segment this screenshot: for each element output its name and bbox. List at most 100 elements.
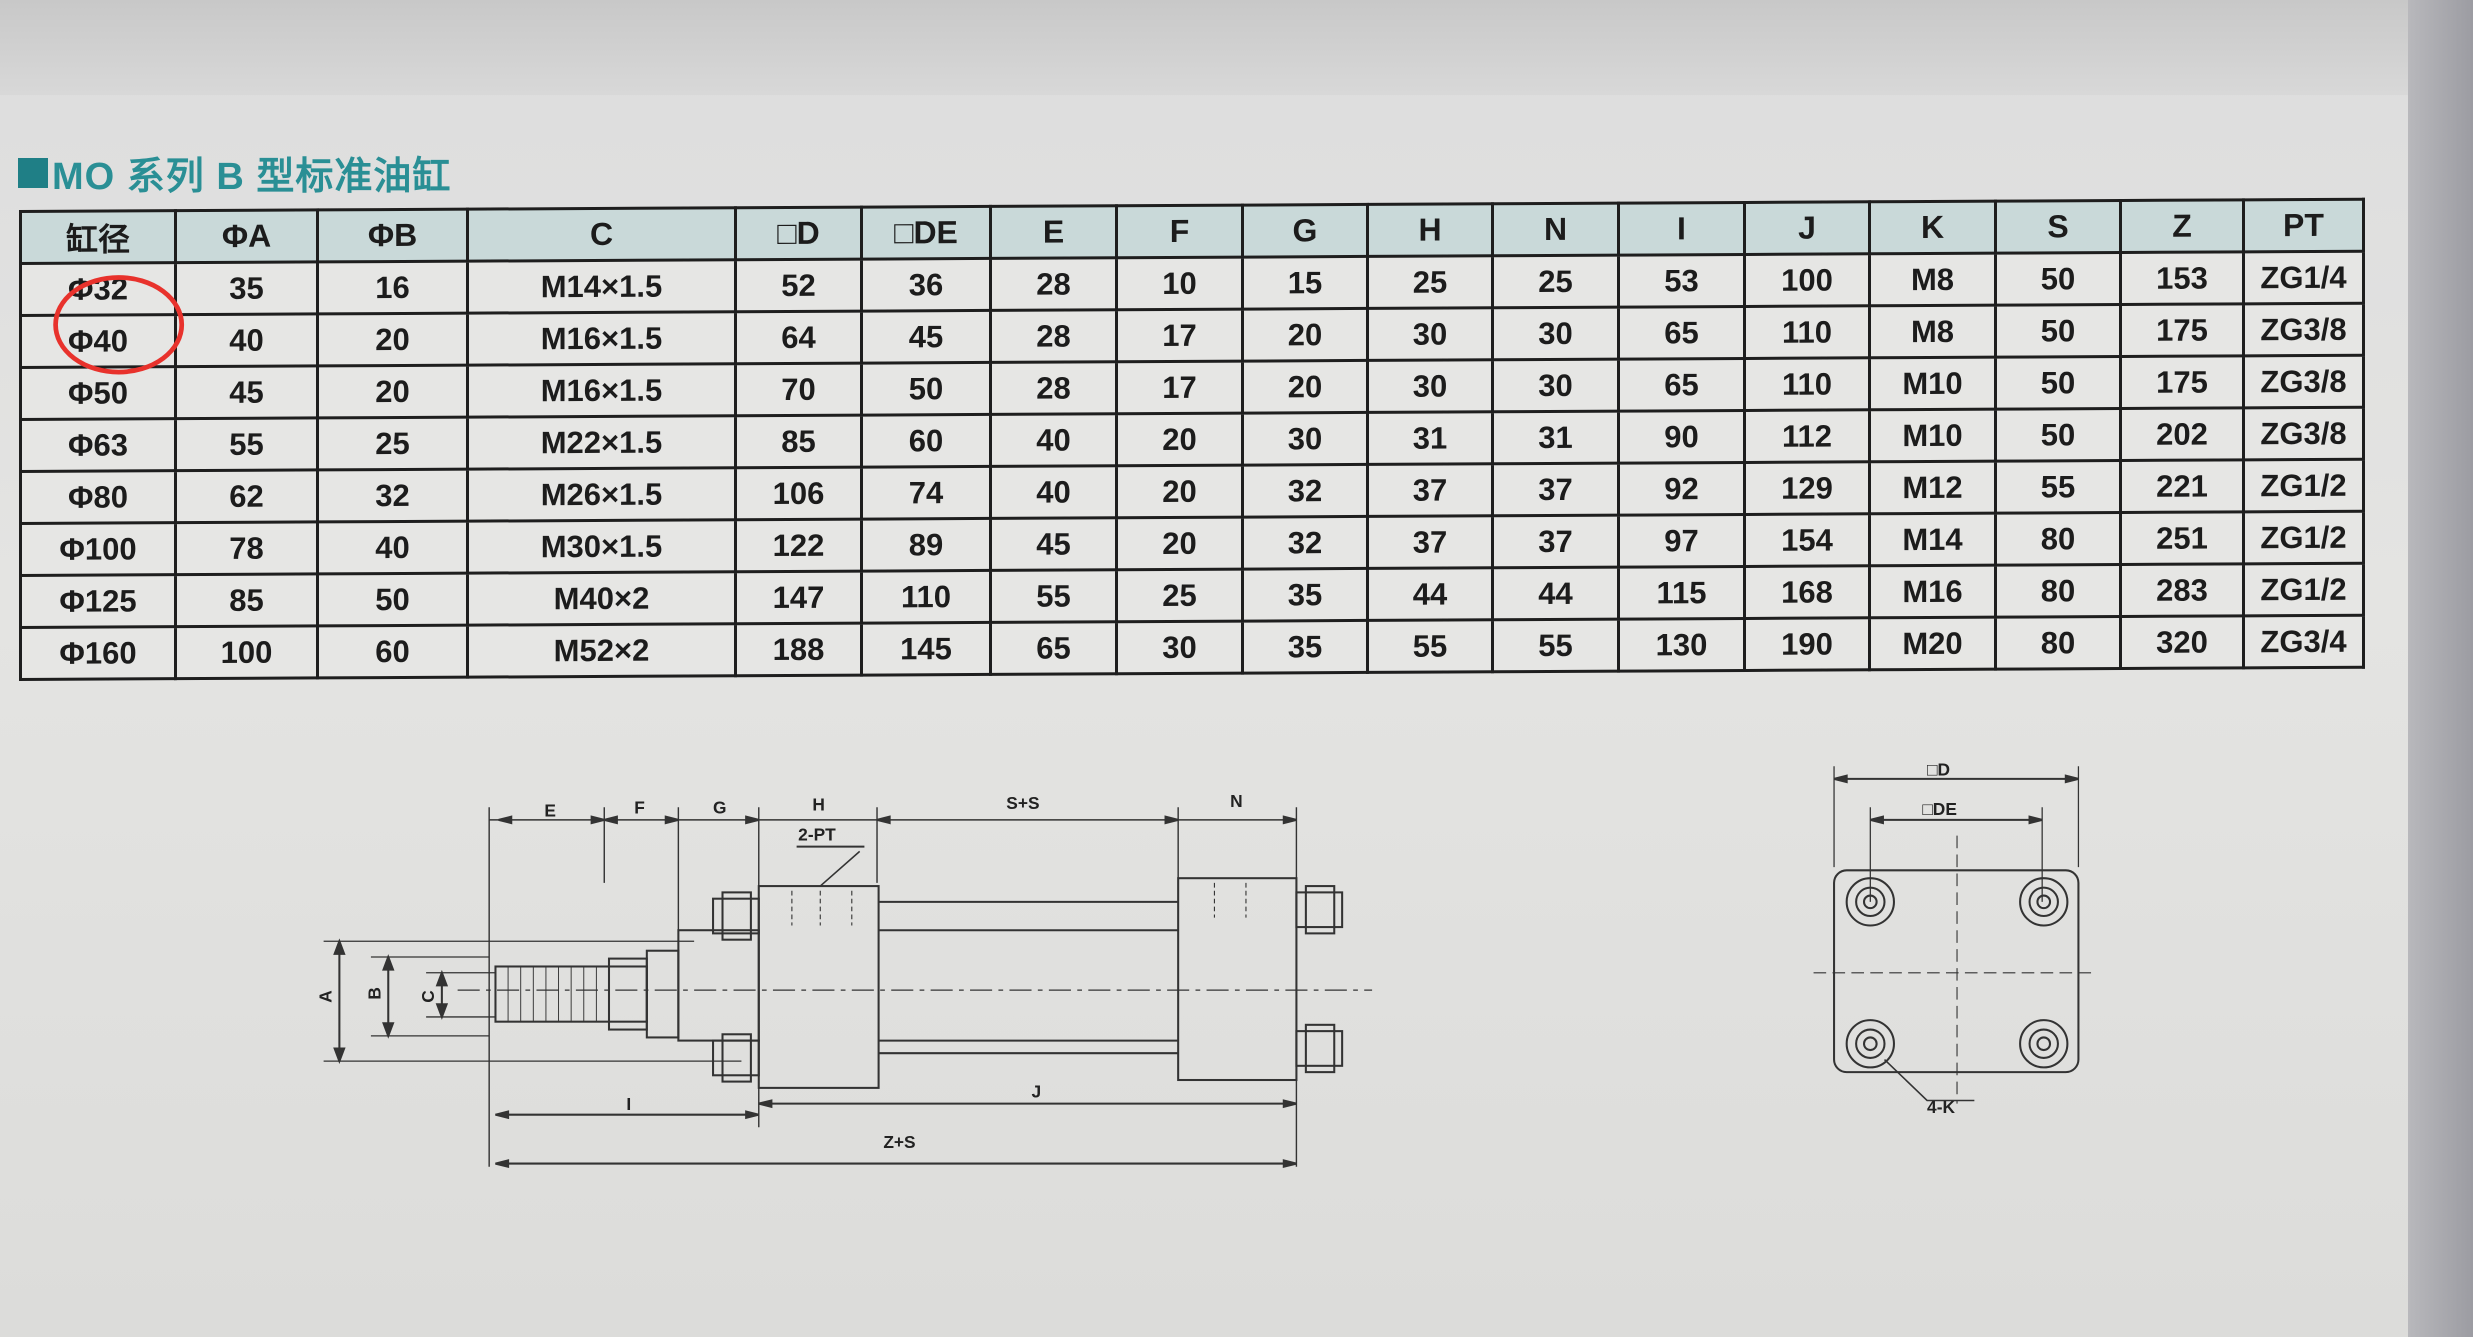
table-cell: M16×1.5 [467, 311, 736, 366]
column-header: S [1995, 200, 2121, 254]
background-band [0, 0, 2473, 95]
table-cell: 50 [1995, 252, 2121, 306]
column-header: I [1618, 202, 1745, 256]
table-cell: M26×1.5 [467, 467, 736, 522]
table-cell: 283 [2120, 563, 2244, 617]
table-cell: 55 [1367, 619, 1493, 673]
column-header: Z [2120, 199, 2244, 253]
table-cell: 78 [175, 521, 318, 575]
table-cell: Φ160 [20, 626, 176, 680]
table-cell: 106 [735, 467, 862, 520]
label-2-PT: 2-PT [798, 824, 836, 844]
table-cell: 20 [317, 313, 468, 366]
table-cell: 175 [2120, 303, 2244, 357]
table-cell: M30×1.5 [467, 519, 736, 574]
table-cell: 25 [317, 417, 468, 470]
table-cell: 10 [1116, 257, 1243, 310]
table-cell: 53 [1618, 254, 1745, 308]
table-cell: ZG1/2 [2243, 459, 2364, 512]
table-cell: 85 [175, 573, 318, 627]
table-cell: 55 [175, 417, 318, 471]
table-cell: 16 [317, 261, 468, 314]
table-cell: 25 [1367, 255, 1493, 309]
table-cell: M20 [1869, 617, 1996, 670]
column-header: F [1116, 205, 1243, 258]
label-F: F [634, 798, 645, 818]
table-cell: 90 [1618, 410, 1745, 464]
table-cell: ZG3/4 [2243, 615, 2364, 668]
table-cell: 20 [1242, 308, 1368, 362]
table-cell: 40 [990, 465, 1117, 519]
table-cell: 80 [1995, 564, 2121, 618]
table-cell: 37 [1367, 463, 1493, 517]
table-cell: 145 [861, 622, 991, 676]
table-cell: 85 [735, 415, 862, 468]
table-cell: 52 [735, 259, 862, 312]
table-cell: 65 [990, 621, 1117, 675]
table-cell: 35 [1242, 620, 1368, 674]
table-cell: 70 [735, 363, 862, 416]
table-cell: 44 [1367, 567, 1493, 621]
table-cell: 112 [1744, 409, 1870, 463]
label-H: H [812, 794, 825, 814]
table-cell: 30 [1492, 359, 1619, 412]
label-D: □D [1927, 760, 1950, 780]
table-cell: 100 [175, 625, 318, 679]
table-cell: 50 [1995, 408, 2121, 462]
table-cell: 40 [317, 521, 468, 574]
label-Z+S: Z+S [883, 1132, 915, 1152]
table-cell: ZG1/2 [2243, 511, 2364, 564]
table-cell: 30 [1492, 307, 1619, 360]
table-cell: 30 [1367, 307, 1493, 361]
table-cell: 32 [317, 469, 468, 522]
table-cell: 55 [1492, 619, 1619, 672]
table-cell: 28 [990, 257, 1117, 311]
table-cell: 45 [990, 517, 1117, 571]
column-header: 缸径 [20, 210, 176, 264]
table-cell: 62 [175, 469, 318, 523]
table-cell: 130 [1618, 618, 1745, 672]
table-cell: Φ100 [20, 522, 176, 576]
table-cell: 17 [1116, 309, 1243, 362]
table-cell: M16 [1869, 565, 1996, 618]
label-J: J [1032, 1081, 1042, 1101]
table-cell: M10 [1869, 409, 1996, 462]
cylinder-side-view [323, 807, 1373, 1169]
table-cell: M10 [1869, 357, 1996, 410]
label-E: E [544, 801, 556, 821]
table-cell: 60 [317, 625, 468, 678]
title-square-icon [18, 157, 48, 188]
table-cell: 50 [861, 362, 991, 416]
table-cell: 40 [990, 413, 1117, 467]
label-B: B [364, 987, 384, 1000]
table-cell: Φ63 [20, 418, 176, 472]
table-cell: 80 [1995, 512, 2121, 566]
label-A: A [316, 990, 336, 1003]
column-header: ΦA [175, 209, 318, 263]
table-cell: M52×2 [467, 623, 736, 678]
table-cell: 15 [1242, 256, 1368, 310]
column-header: K [1869, 201, 1996, 254]
table-cell: 190 [1744, 617, 1870, 671]
label-S+S: S+S [1006, 793, 1039, 813]
table-cell: M14 [1869, 513, 1996, 566]
table-cell: M40×2 [467, 571, 736, 626]
table-cell: 30 [1116, 621, 1243, 674]
table-cell: 31 [1492, 411, 1619, 464]
table-cell: 110 [1744, 305, 1870, 359]
label-G: G [713, 798, 726, 818]
label-DE: □DE [1922, 799, 1957, 819]
table-cell: 110 [1744, 357, 1870, 411]
table-cell: 154 [1744, 513, 1870, 567]
table-cell: M12 [1869, 461, 1996, 514]
table-cell: 221 [2120, 459, 2244, 513]
table-cell: 28 [990, 361, 1117, 415]
table-cell: ZG1/2 [2243, 563, 2364, 616]
table-cell: 110 [861, 570, 991, 624]
column-header: □DE [861, 206, 991, 260]
table-cell: 35 [175, 261, 318, 315]
table-cell: M8 [1869, 305, 1996, 358]
table-cell: 115 [1618, 566, 1745, 620]
table-cell: 55 [1995, 460, 2121, 514]
